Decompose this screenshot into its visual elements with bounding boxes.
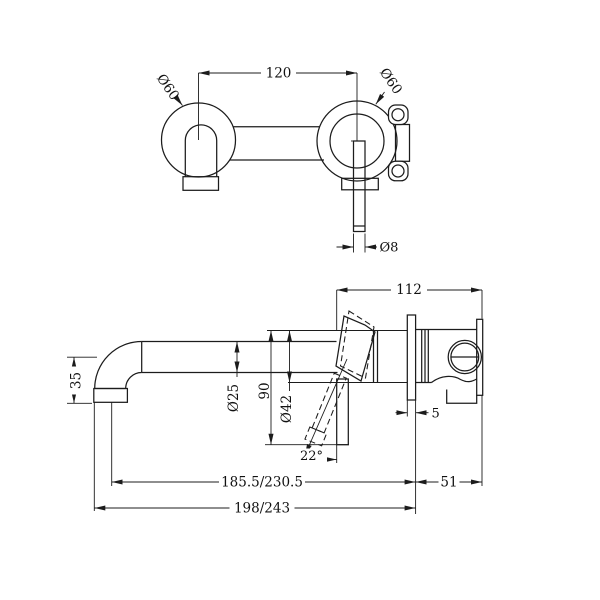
inlet-port-outer	[447, 339, 483, 375]
bracket-lug-top	[391, 108, 405, 122]
dim-spout-drop: 35	[67, 356, 97, 404]
dim-body-length: 112	[336, 282, 483, 330]
dim-label-handle-base-diameter: Ø42	[279, 395, 295, 423]
handle-lever-front	[352, 140, 366, 233]
dim-handle-base-diameter: Ø42	[279, 330, 295, 423]
spout-elbow-inner-arc	[125, 371, 142, 389]
spout-outlet-tip	[182, 176, 220, 191]
dim-lever-diameter: Ø8	[336, 233, 399, 256]
spout-elbow-outer-arc	[94, 340, 142, 389]
dim-centres-spacing: 120	[198, 66, 363, 142]
dim-body-height: 90	[257, 330, 349, 446]
dim-label-body-length: 112	[396, 282, 422, 298]
dim-label-body-projection: 51	[440, 474, 457, 490]
handle-lever-open-dashed	[304, 372, 347, 447]
dim-label-reach-to-outlet-centre: 185.5/230.5	[221, 474, 303, 490]
dim-label-wall-plate-thickness: 5	[432, 406, 440, 421]
dim-right-plate-diameter: Ø60	[375, 65, 405, 105]
dim-reach-to-outlet-centre: 185.5/230.5	[111, 474, 416, 490]
handle-base	[335, 315, 376, 382]
outlet-collar	[93, 387, 129, 403]
side-view: 112 35 Ø25 90	[67, 282, 484, 516]
dim-label-body-height: 90	[257, 382, 273, 399]
spout-outlet-arch	[184, 124, 218, 177]
bottom-boss-curve	[431, 375, 478, 383]
dim-label-lever-diameter: Ø8	[380, 241, 399, 256]
dim-label-lever-angle: 22°	[300, 449, 323, 464]
bottom-boss-outline	[446, 389, 478, 404]
dim-label-spout-diameter: Ø25	[226, 384, 242, 412]
mixer-trim-collar	[341, 177, 379, 191]
wall-flange	[406, 314, 417, 401]
mounting-bracket	[387, 104, 411, 182]
bracket-lug-bottom	[391, 164, 405, 178]
dim-label-total-reach: 198/243	[234, 500, 290, 516]
dim-total-reach: 198/243	[94, 500, 416, 516]
dim-label-centres-spacing: 120	[266, 66, 292, 82]
dim-label-left-plate-diameter: Ø60	[153, 71, 182, 103]
handle-base-open-dashed	[339, 310, 375, 379]
front-view: 120 Ø60 Ø60 Ø8	[153, 65, 411, 256]
dim-left-plate-diameter: Ø60	[153, 71, 183, 106]
dim-label-right-plate-diameter: Ø60	[376, 65, 405, 97]
dim-lever-angle: 22°	[297, 358, 348, 464]
dim-label-spout-drop: 35	[69, 372, 85, 389]
dim-wall-plate-thickness: 5	[395, 400, 440, 421]
dim-spout-diameter: Ø25	[226, 341, 242, 412]
dim-body-projection: 51	[415, 395, 483, 490]
